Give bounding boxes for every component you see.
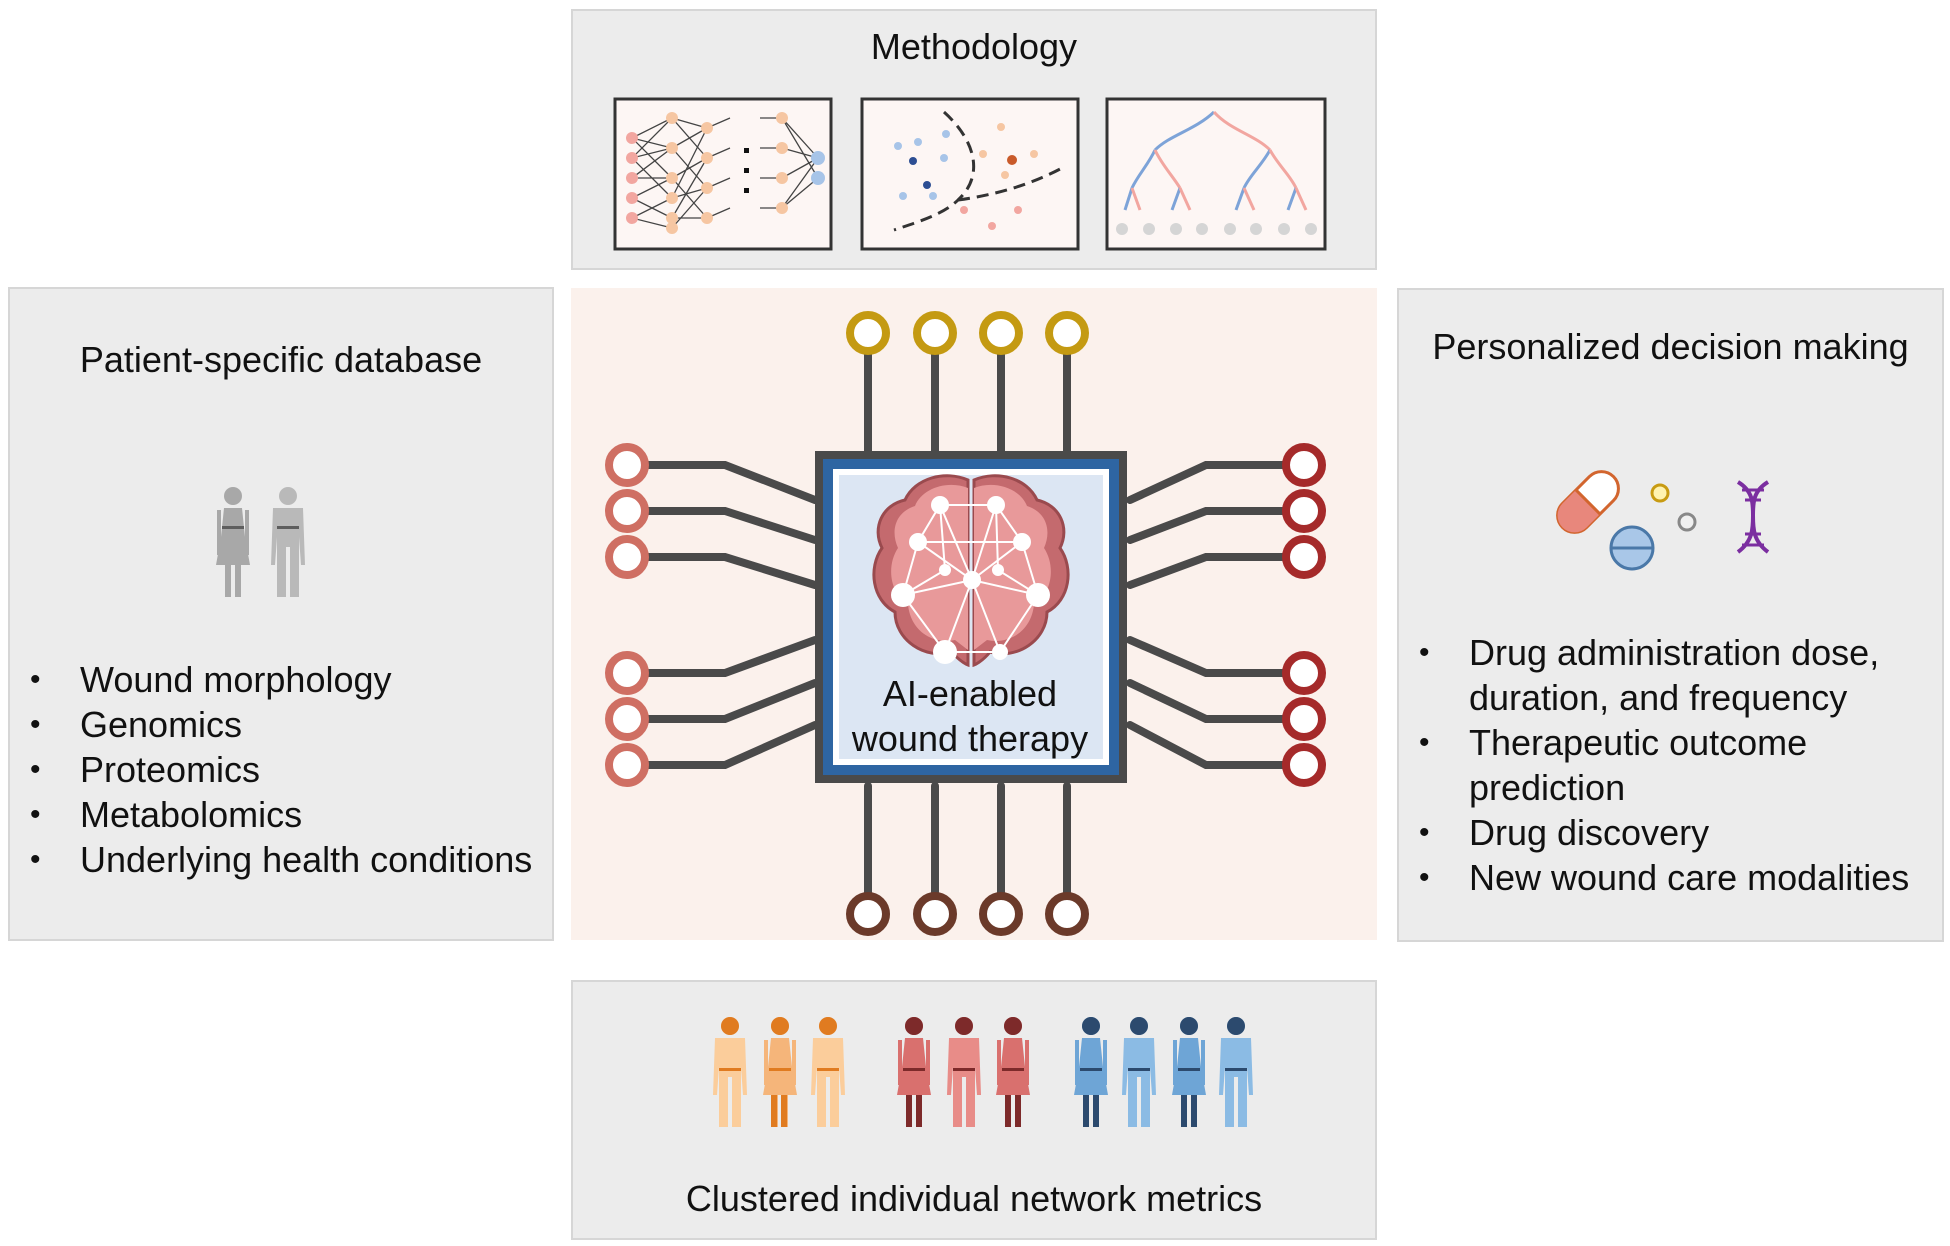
brain-network-icon <box>872 474 1070 668</box>
patient-database-title: Patient-specific database <box>79 339 483 380</box>
capsule-icon <box>1556 470 1620 534</box>
small-pill-icon <box>1650 483 1670 503</box>
methodology-title: Methodology <box>870 26 1078 67</box>
clusters-title: Clustered individual network metrics <box>685 1178 1263 1219</box>
decision-making-list: Drug administration dose, duration, and … <box>1419 630 1929 900</box>
neural-network-icon <box>613 97 833 251</box>
decision-making-panel: Personalized decision making Drug admini… <box>1397 288 1944 942</box>
ai-chip <box>815 451 1127 783</box>
chip-label-line1: AI-enabled <box>882 673 1058 714</box>
bottom-pins <box>846 892 1089 936</box>
patient-pair-icon <box>216 487 305 597</box>
chip-label: AI-enabled wound therapy <box>815 671 1125 761</box>
list-item: Genomics <box>30 702 532 747</box>
patient-database-panel: Patient-specific database Wound morpholo… <box>8 287 554 941</box>
list-item: New wound care modalities <box>1419 855 1929 900</box>
cluster-blue-icon <box>1074 1017 1253 1127</box>
right-pins <box>1282 443 1326 787</box>
circuit-traces <box>641 348 1290 899</box>
decision-tree-icon <box>1105 97 1327 251</box>
patient-database-list: Wound morphology Genomics Proteomics Met… <box>30 657 532 882</box>
list-item: Wound morphology <box>30 657 532 702</box>
top-pins <box>846 311 1089 355</box>
pill-icon <box>1609 525 1655 571</box>
list-item: Proteomics <box>30 747 532 792</box>
chip-label-line2: wound therapy <box>851 718 1089 759</box>
small-pill-icon <box>1677 512 1697 532</box>
cluster-red-icon <box>897 1017 1030 1127</box>
list-item: Underlying health conditions <box>30 837 532 882</box>
dna-icon <box>1736 480 1770 554</box>
left-pins <box>605 443 649 787</box>
clustering-icon <box>860 97 1080 251</box>
cluster-orange-icon <box>713 1017 845 1127</box>
list-item: Metabolomics <box>30 792 532 837</box>
list-item: Drug administration dose, duration, and … <box>1419 630 1929 720</box>
list-item: Drug discovery <box>1419 810 1929 855</box>
decision-making-title: Personalized decision making <box>1432 326 1909 367</box>
list-item: Therapeutic outcome prediction <box>1419 720 1929 810</box>
